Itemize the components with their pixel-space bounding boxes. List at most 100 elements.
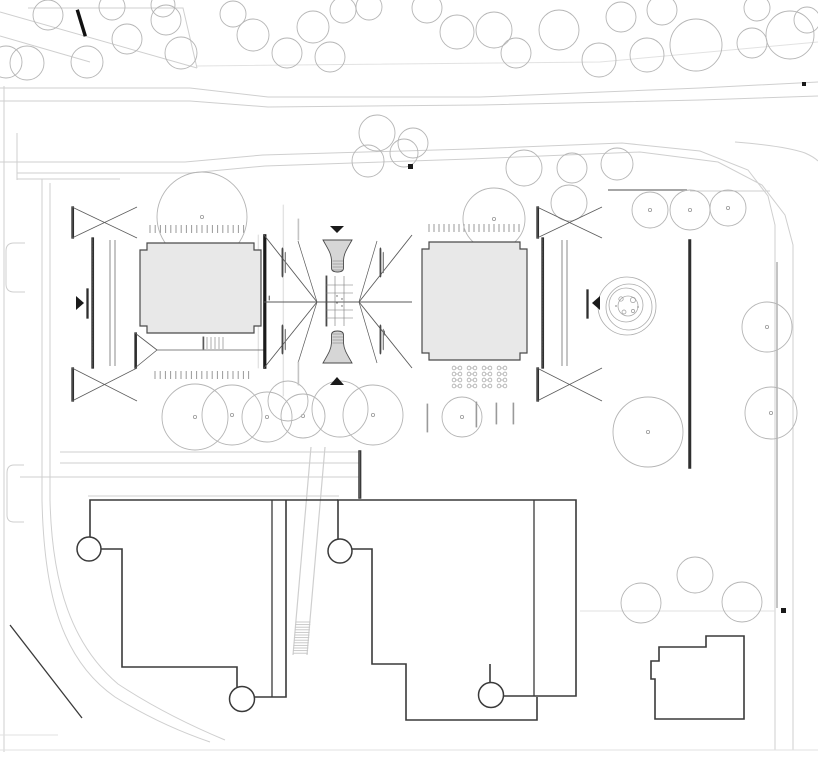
- tree: [631, 191, 669, 229]
- bench: [426, 403, 429, 433]
- survey-marker: [781, 608, 786, 613]
- markers-layer: [75, 9, 806, 613]
- table-dot: [457, 377, 463, 383]
- roads-layer: [0, 7, 818, 752]
- table-dot: [466, 365, 472, 371]
- corner-tower: [327, 538, 353, 564]
- tree: [397, 127, 429, 159]
- west-entry-porch: [86, 288, 89, 319]
- entry-arrow-west-icon: [76, 296, 84, 310]
- halo-layer: [257, 204, 285, 397]
- tree: [219, 0, 247, 28]
- tree: [0, 45, 23, 79]
- entry-markers-layer: [76, 218, 600, 386]
- low-connecting-wing-roof: [134, 332, 137, 369]
- trees-layer: [0, 0, 818, 624]
- tree: [280, 393, 326, 439]
- table-dot: [502, 365, 508, 371]
- tree: [600, 147, 634, 181]
- roof-lantern: [325, 275, 328, 327]
- tree: [581, 42, 617, 78]
- corner-tower: [228, 685, 256, 713]
- table-dot: [502, 371, 508, 377]
- east-wing-bar-roof: [541, 237, 545, 369]
- tree: [709, 189, 747, 227]
- ticks-layer: [149, 224, 520, 379]
- tree: [98, 0, 126, 21]
- table-dot: [451, 377, 457, 383]
- tree: [441, 396, 483, 438]
- boundary-diagonal-line: [9, 624, 83, 719]
- tree: [150, 0, 176, 18]
- table-dot: [472, 365, 478, 371]
- tree: [314, 41, 346, 73]
- southeast-small-building: [650, 635, 745, 720]
- tree: [556, 152, 588, 184]
- tree: [741, 301, 793, 353]
- table-dot: [457, 365, 463, 371]
- tree: [201, 384, 263, 446]
- tree: [271, 37, 303, 69]
- tree: [744, 386, 798, 440]
- tree: [605, 1, 637, 33]
- small-hut-outline: [75, 9, 87, 37]
- table-dot: [502, 383, 508, 389]
- tree: [765, 10, 815, 60]
- tree: [311, 380, 369, 438]
- west-wing-bar-roof: [91, 237, 95, 369]
- tree: [629, 37, 665, 73]
- tree: [164, 36, 198, 70]
- tree: [612, 396, 684, 468]
- table-dot: [481, 365, 487, 371]
- tree: [669, 18, 723, 72]
- tree: [475, 11, 513, 49]
- shrub-ring: [617, 295, 639, 317]
- south-bell-skylight: [322, 330, 353, 364]
- tree: [9, 45, 45, 81]
- north-entry-band: [297, 218, 300, 241]
- table-dot: [466, 383, 472, 389]
- tree: [736, 27, 768, 59]
- tree: [355, 0, 383, 21]
- table-dot: [496, 365, 502, 371]
- table-dot: [472, 377, 478, 383]
- bench: [495, 402, 498, 425]
- east-south-pavilion-roof: [536, 367, 540, 402]
- table-dot: [451, 383, 457, 389]
- table-dot: [487, 377, 493, 383]
- east-wing-layer: [536, 206, 603, 402]
- west-north-pavilion-roof: [71, 206, 75, 239]
- tree: [550, 184, 588, 222]
- west-south-pavilion-roof: [71, 367, 75, 402]
- survey-marker: [408, 164, 413, 169]
- walkway-layer: [292, 446, 326, 656]
- table-dot: [487, 365, 493, 371]
- tree: [676, 556, 714, 594]
- tree: [538, 9, 580, 51]
- east-north-pavilion-roof: [536, 206, 540, 239]
- tree: [267, 380, 309, 422]
- east-entry-porch: [586, 289, 589, 319]
- pavilion-forecourt-band: [282, 204, 285, 397]
- roof-dormer: [379, 247, 382, 278]
- long-narrow-building: [688, 239, 692, 469]
- tree: [241, 391, 293, 443]
- table-dot: [496, 383, 502, 389]
- roof-dormer: [379, 324, 382, 355]
- table-dot: [472, 383, 478, 389]
- entry-arrow-east-icon: [592, 296, 600, 310]
- tree: [743, 0, 771, 22]
- shrub-ring: [605, 283, 653, 331]
- shrub-ring: [608, 287, 644, 323]
- entry-arrow-south-icon: [330, 377, 344, 385]
- roof-dormer: [281, 247, 284, 278]
- shrub-ring: [597, 276, 657, 336]
- tree: [329, 0, 357, 24]
- table-dot: [466, 371, 472, 377]
- bench: [512, 402, 515, 425]
- corner-tower: [477, 681, 505, 709]
- tree: [669, 189, 711, 231]
- lower-wing-layer: [134, 332, 264, 369]
- table-dot: [496, 377, 502, 383]
